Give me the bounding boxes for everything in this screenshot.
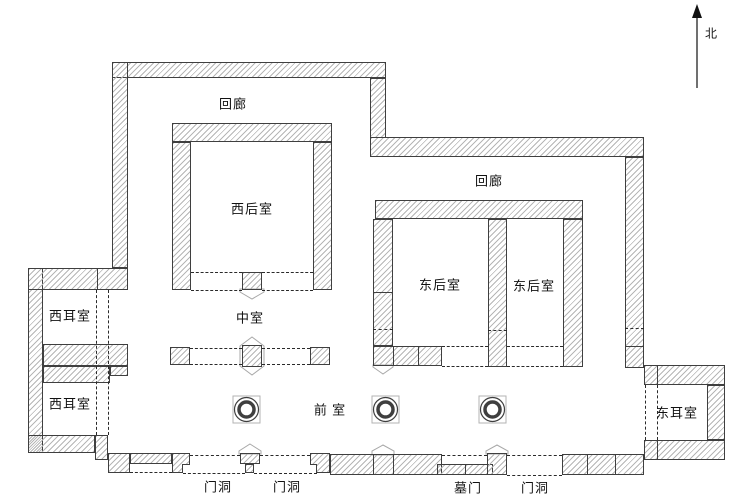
doorway-dash xyxy=(262,272,313,273)
label-door-a: 门洞 xyxy=(203,479,233,495)
wall-west-ear-middle xyxy=(43,344,128,366)
wall-east-rear-divider xyxy=(488,219,507,367)
wall-east-rear-north xyxy=(375,200,583,219)
wall-joint-line xyxy=(657,365,658,385)
doorway-dash xyxy=(191,272,242,273)
label-west-rear: 西后室 xyxy=(230,201,274,217)
pier-block xyxy=(310,347,330,365)
wall-joint-line xyxy=(465,464,466,475)
wall-west-rear-north xyxy=(172,123,332,142)
wall-joint-line xyxy=(657,440,658,460)
label-west-ear-b: 西耳室 xyxy=(48,396,92,412)
door-pier-head xyxy=(240,453,260,464)
ear-room-entrance-dash xyxy=(96,290,97,435)
label-middle-room: 中室 xyxy=(235,310,265,326)
wall-east-rear-west xyxy=(373,219,393,346)
wall-west-outer xyxy=(28,268,43,453)
north-arrow-icon xyxy=(692,4,702,88)
ear-room-entrance-dash xyxy=(108,290,109,435)
round-column-base-icon xyxy=(232,395,261,424)
column-pier xyxy=(242,272,262,290)
doorway-dash xyxy=(507,366,563,367)
wall-east-rear-east xyxy=(563,219,583,367)
label-corridor-ne: 回廊 xyxy=(474,173,504,189)
wall-south-east-of-gate xyxy=(562,454,644,475)
doorway-dash xyxy=(262,364,310,365)
doorway-dash xyxy=(183,473,245,474)
jamb-notch xyxy=(310,464,317,473)
wall-west-ear-south xyxy=(28,435,95,453)
wall-step-east xyxy=(370,78,386,138)
ear-room-entrance-dash xyxy=(657,385,658,440)
doorway-dash xyxy=(507,475,562,476)
label-door-c: 门洞 xyxy=(520,480,550,496)
wall-joint-line xyxy=(625,346,644,347)
wall-joint-line xyxy=(97,268,98,290)
doorway-dash xyxy=(190,348,242,349)
wall-east-ear-east xyxy=(707,385,725,440)
doorway-dash xyxy=(260,455,310,456)
wall-west-ear-middle-step xyxy=(110,366,128,376)
doorway-dash xyxy=(507,455,562,456)
octagonal-column-marker xyxy=(239,336,265,376)
label-west-ear-a: 西耳室 xyxy=(48,308,92,324)
doorway-dash xyxy=(262,348,310,349)
wall-west-rear-west xyxy=(172,142,191,290)
label-corridor-nw: 回廊 xyxy=(218,96,248,112)
wall-joint-line xyxy=(373,292,393,293)
wall-joint-line xyxy=(587,454,588,475)
jamb-notch xyxy=(182,464,190,473)
label-north: 北 xyxy=(704,26,718,41)
door-pier xyxy=(487,453,507,475)
wall-joint-line xyxy=(615,454,616,475)
label-east-rear-b: 东后室 xyxy=(512,278,556,294)
wall-joint-line xyxy=(418,346,419,366)
wall-dashed-tick xyxy=(488,330,507,331)
wall-north-east xyxy=(370,137,644,157)
wall-west-corner-step xyxy=(95,435,108,460)
doorway-dash xyxy=(262,290,313,291)
doorway-dash xyxy=(191,290,242,291)
label-east-rear-a: 东后室 xyxy=(418,277,462,293)
doorway-dash xyxy=(190,364,242,365)
sill-dash xyxy=(130,472,172,473)
doorway-dash xyxy=(190,455,240,456)
wall-west-upper xyxy=(112,62,128,268)
wall-south-block xyxy=(108,453,130,473)
doorway-dash xyxy=(442,346,488,347)
wall-dashed-tick xyxy=(373,329,393,330)
wall-east xyxy=(625,157,644,368)
wall-east-ear-north xyxy=(644,365,725,385)
label-tomb-gate: 墓门 xyxy=(453,480,483,496)
tomb-gate-dash xyxy=(442,455,487,456)
round-column-base-icon xyxy=(478,395,507,424)
wall-north-west xyxy=(112,62,386,78)
label-east-ear: 东耳室 xyxy=(655,405,699,421)
round-column-base-icon xyxy=(371,395,400,424)
wall-west-ear-middle-lip xyxy=(43,366,110,383)
wall-south-sill xyxy=(130,453,172,464)
wall-joint-line xyxy=(373,454,374,475)
doorway-dash xyxy=(254,473,317,474)
wall-west-ear-north xyxy=(28,268,128,290)
wall-west-rear-east xyxy=(313,142,332,290)
wall-joint-line xyxy=(393,346,394,366)
doorway-dash xyxy=(442,366,488,367)
ear-room-entrance-dash xyxy=(645,385,646,440)
wall-south-west-of-gate xyxy=(330,454,442,475)
wall-east-rear-south-piers xyxy=(373,346,442,366)
door-pier-stem xyxy=(245,464,254,473)
doorway-dash xyxy=(507,346,563,347)
wall-joint-line xyxy=(393,454,394,475)
label-front-room: 前 室 xyxy=(313,402,347,418)
column-pier xyxy=(242,345,262,367)
wall-dashed-tick xyxy=(625,328,644,329)
pier-block xyxy=(170,347,190,365)
wall-east-ear-south xyxy=(644,440,725,460)
label-door-b: 门洞 xyxy=(272,479,302,495)
